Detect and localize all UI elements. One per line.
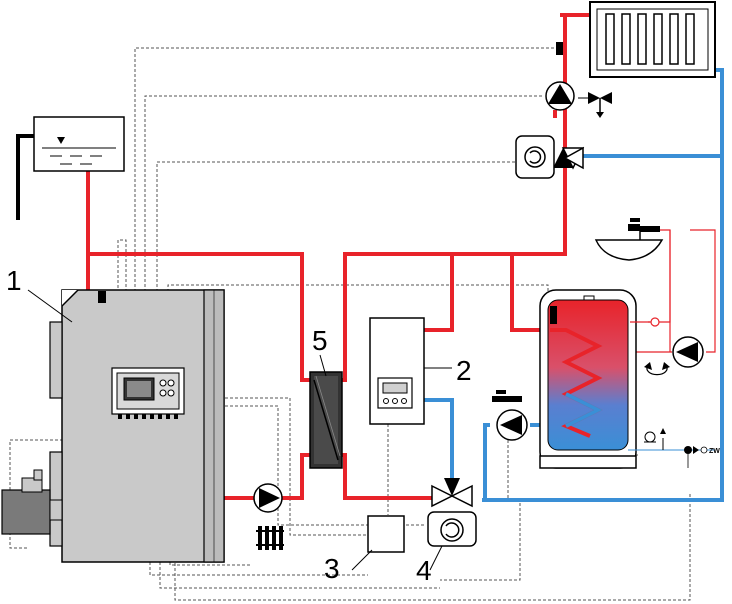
pump-icon: [496, 409, 528, 441]
hot-water-cylinder-icon: [539, 289, 650, 469]
dhw-sensor-node: [650, 317, 660, 327]
tap-icon: [492, 390, 522, 402]
cold-water-inlet: ZW: [628, 428, 720, 468]
boiler-controller-panel: [111, 367, 185, 419]
label-boiler: 1: [6, 265, 22, 296]
radiator-sensor: [556, 42, 563, 55]
sink-icon: [594, 239, 664, 261]
radiator-icon: [256, 526, 284, 550]
pump-icon: [545, 81, 575, 111]
pump-icon: [672, 336, 704, 368]
check-valve-icon: [578, 92, 612, 118]
label-heat-exchanger: 5: [312, 325, 328, 356]
valve-actuator: [427, 511, 477, 547]
leader-lines: [27, 289, 452, 571]
pump-icon: [253, 483, 283, 513]
storage-heater-unit: [369, 317, 425, 425]
external-controller: [367, 515, 405, 553]
cold-water-label: ZW: [709, 448, 720, 455]
fuel-feeder: [1, 469, 63, 535]
label-valve-actuator: 4: [416, 555, 432, 586]
three-way-valve-icon: [431, 478, 473, 508]
radiator: [589, 1, 716, 78]
plate-heat-exchanger: [309, 371, 343, 469]
rotation-arrow-icon: [644, 362, 670, 376]
label-controller: 3: [324, 553, 340, 584]
three-way-valve-icon: [553, 146, 585, 170]
tap-icon: [628, 218, 660, 240]
label-storage-heater: 2: [456, 355, 472, 386]
expansion-tank-icon: [16, 116, 125, 220]
boiler: [1, 289, 225, 563]
valve-actuator: [515, 135, 555, 179]
